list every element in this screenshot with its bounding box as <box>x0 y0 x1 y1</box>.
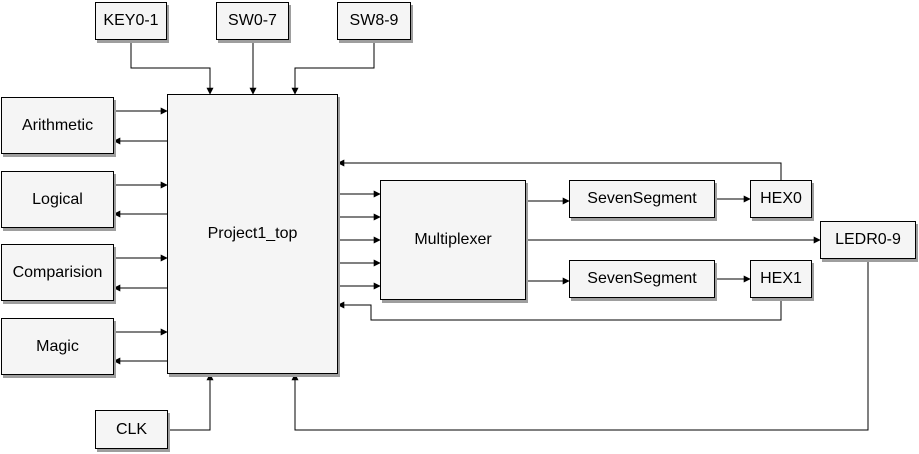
ledr-output-box: LEDR0-9 <box>820 221 916 259</box>
top-module-box: Project1_top <box>167 94 338 374</box>
logical-module-box: Logical <box>1 171 114 228</box>
sw07-input-box: SW0-7 <box>216 2 289 40</box>
key-input-box: KEY0-1 <box>95 2 167 40</box>
hex1-output-box: HEX1 <box>750 260 812 298</box>
wire-hex1-to-top <box>337 299 782 321</box>
arithmetic-module-box: Arithmetic <box>1 97 114 154</box>
magic-module-box: Magic <box>1 318 114 375</box>
sw89-input-box: SW8-9 <box>337 2 411 40</box>
seven-segment-0-box: SevenSegment <box>569 180 715 218</box>
wire-key-to-top <box>130 40 214 95</box>
clk-input-box: CLK <box>95 410 168 449</box>
comparision-module-box: Comparision <box>1 244 114 301</box>
wire-hex0-to-top <box>337 159 782 181</box>
multiplexer-box: Multiplexer <box>380 180 526 300</box>
wire-sw89-to-top <box>291 40 375 95</box>
wire-clk-to-top <box>168 373 214 431</box>
seven-segment-1-box: SevenSegment <box>569 260 715 298</box>
hex0-output-box: HEX0 <box>750 180 812 218</box>
wire-ledr-to-top <box>291 259 869 431</box>
